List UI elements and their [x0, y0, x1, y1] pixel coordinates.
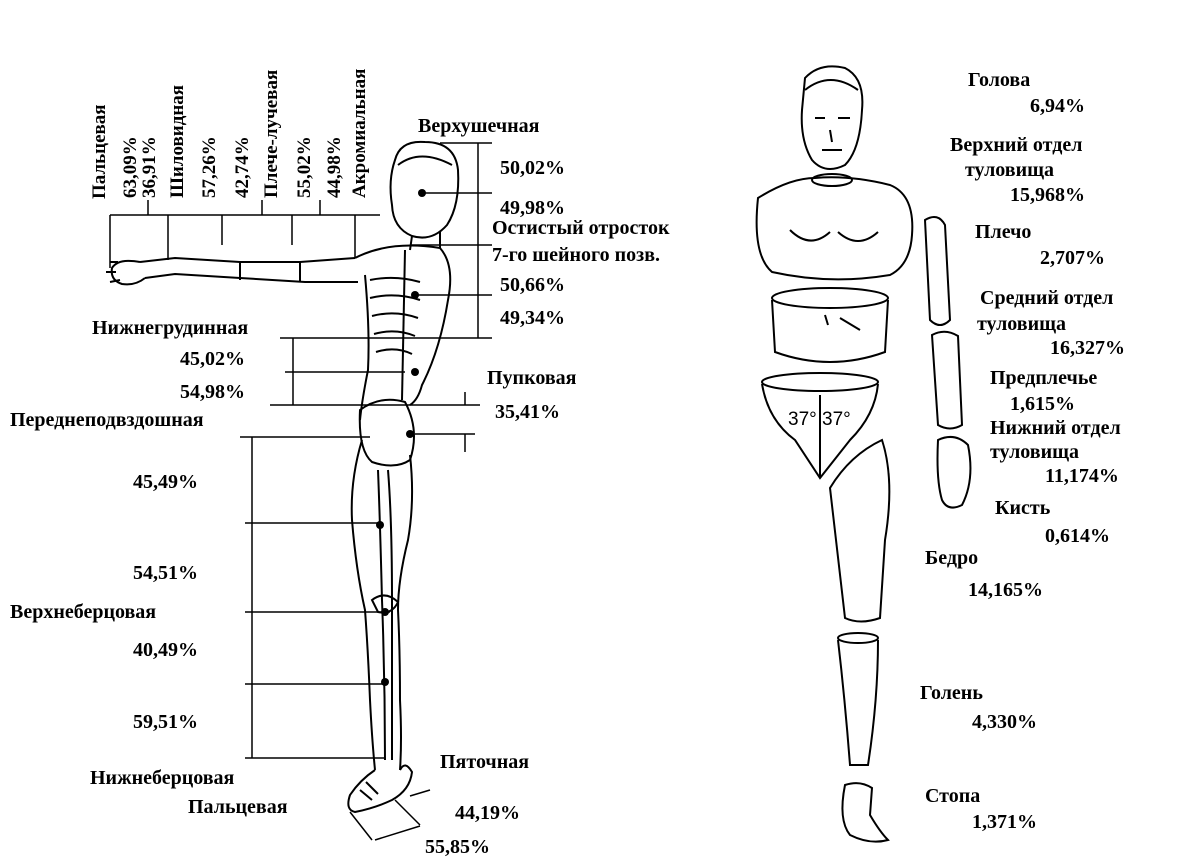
label-perednepodvzdoshnaya: Переднеподвздошная	[10, 410, 204, 430]
segment-lower-trunk-name: Нижний отдел	[990, 418, 1121, 438]
value-foot-2: 55,85%	[425, 837, 490, 857]
left-dots	[376, 189, 426, 686]
segment-shin-name: Голень	[920, 683, 983, 703]
value-foot-1: 44,19%	[455, 803, 520, 823]
label-pyatochnaya: Пяточная	[440, 752, 529, 772]
arm-value-6: 44,98%	[325, 136, 344, 198]
label-verkhushechnaya: Верхушечная	[418, 116, 539, 136]
label-paltsevaya-foot: Пальцевая	[188, 797, 288, 817]
segment-forearm-value: 1,615%	[1010, 394, 1075, 414]
arm-label-pleche-luchevaya: Плече-лучевая	[262, 70, 281, 198]
value-trunk-1: 45,02%	[180, 349, 245, 369]
label-nizhnegrudinnaya: Нижнегрудинная	[92, 318, 248, 338]
segment-shoulder-value: 2,707%	[1040, 248, 1105, 268]
segment-foot-name: Стопа	[925, 786, 980, 806]
value-shin-2: 59,51%	[133, 712, 198, 732]
segment-head-value: 6,94%	[1030, 96, 1085, 116]
arm-label-shilovidnaya: Шиловидная	[168, 85, 187, 198]
value-trunk-2: 54,98%	[180, 382, 245, 402]
segment-upper-trunk-name2: туловища	[965, 160, 1054, 180]
segment-forearm-name: Предплечье	[990, 368, 1097, 388]
segment-lower-trunk-value: 11,174%	[1045, 466, 1119, 486]
segment-mid-trunk-value: 16,327%	[1050, 338, 1125, 358]
label-pupkovaya: Пупковая	[487, 368, 576, 388]
segment-shin-value: 4,330%	[972, 712, 1037, 732]
arm-value-3: 57,26%	[200, 136, 219, 198]
value-thigh-1: 45,49%	[133, 472, 198, 492]
segment-foot-value: 1,371%	[972, 812, 1037, 832]
arm-value-2: 36,91%	[140, 136, 159, 198]
value-head-2: 49,98%	[500, 198, 565, 218]
arm-value-4: 42,74%	[233, 136, 252, 198]
segment-thigh-name: Бедро	[925, 548, 978, 568]
value-neck-1: 50,66%	[500, 275, 565, 295]
segment-mid-trunk-name: Средний отдел	[980, 288, 1113, 308]
arm-value-1: 63,09%	[121, 136, 140, 198]
segment-head-name: Голова	[968, 70, 1030, 90]
label-verkhnebertsovaya: Верхнеберцовая	[10, 602, 156, 622]
segment-lower-trunk-name2: туловища	[990, 442, 1079, 462]
segment-shoulder-name: Плечо	[975, 222, 1031, 242]
segment-upper-trunk-name: Верхний отдел	[950, 135, 1082, 155]
label-neck-line2: 7-го шейного позв.	[492, 245, 660, 265]
arm-value-5: 55,02%	[295, 136, 314, 198]
value-neck-2: 49,34%	[500, 308, 565, 328]
segment-thigh-value: 14,165%	[968, 580, 1043, 600]
arm-label-akromialnaya: Акромиальная	[350, 69, 369, 198]
value-head-1: 50,02%	[500, 158, 565, 178]
segment-upper-trunk-value: 15,968%	[1010, 185, 1085, 205]
value-thigh-2: 54,51%	[133, 563, 198, 583]
right-segmented-figure	[757, 66, 971, 841]
arm-label-paltsevaya: Пальцевая	[90, 104, 109, 199]
label-nizhnebertsovaya: Нижнеберцовая	[90, 768, 234, 788]
segment-hand-value: 0,614%	[1045, 526, 1110, 546]
segment-mid-trunk-name2: туловища	[977, 314, 1066, 334]
angle-label-right: 37°	[822, 410, 851, 429]
label-neck-line1: Остистый отросток	[492, 218, 670, 238]
angle-label-left: 37°	[788, 410, 817, 429]
value-pupkovaya: 35,41%	[495, 402, 560, 422]
value-shin-1: 40,49%	[133, 640, 198, 660]
segment-hand-name: Кисть	[995, 498, 1050, 518]
